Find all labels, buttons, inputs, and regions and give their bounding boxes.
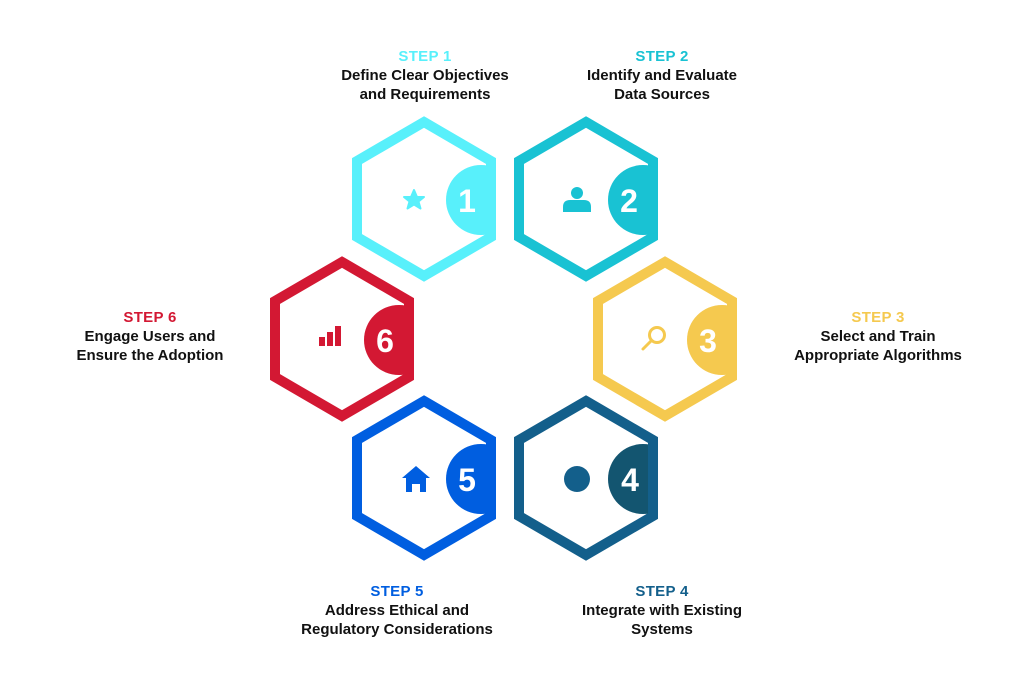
step-4-label: STEP 4 Integrate with Existing Systems [487,582,837,639]
step-6-title-line2: Ensure the Adoption [76,347,224,364]
search-icon [641,326,666,351]
step-3-label: STEP 3 Select and Train Appropriate Algo… [740,308,1016,365]
step-6-title-line1: Engage Users and [84,328,216,345]
circle-dot-icon [564,466,590,492]
step-number: 5 [458,462,476,498]
user-icon [563,187,591,212]
hexagon-outline [270,256,414,422]
step-3-title-line2: Appropriate Algorithms [794,347,962,364]
step-1-title-line1: Define Clear Objectives [341,67,509,84]
step-2-label: STEP 2 Identify and Evaluate Data Source… [487,47,837,104]
step-1-heading: STEP 1 [398,48,452,65]
number-badge [687,305,736,375]
step-2-title-line1: Identify and Evaluate [586,67,738,84]
step-1-hexagon: 1 [352,116,496,282]
number-badge [364,305,413,375]
step-1-label: STEP 1 Define Clear Objectives and Requi… [250,47,600,104]
number-badge [608,165,657,235]
step-6-heading: STEP 6 [123,309,177,326]
step-3-title-line1: Select and Train [820,328,936,345]
step-number: 6 [376,323,394,359]
step-number: 2 [620,183,638,219]
step-2-hexagon: 2 [514,116,658,282]
step-2-heading: STEP 2 [635,48,689,65]
home-icon [402,466,430,492]
number-badge [446,444,495,514]
step-3-heading: STEP 3 [851,309,905,326]
step-number: 1 [458,183,476,219]
step-5-heading: STEP 5 [370,583,424,600]
number-badge [608,444,657,514]
step-4-hexagon: 4 [514,395,658,561]
step-1-title-line2: and Requirements [359,86,491,103]
hexagon-outline [514,116,658,282]
step-number: 4 [621,462,639,498]
hexagon-outline [352,116,496,282]
step-4-title-line2: Systems [631,621,693,638]
step-4-heading: STEP 4 [635,583,689,600]
step-5-label: STEP 5 Address Ethical and Regulatory Co… [222,582,572,639]
step-number: 3 [699,323,717,359]
step-3-hexagon: 3 [593,256,737,422]
step-5-title-line2: Regulatory Considerations [301,621,493,638]
step-6-label: STEP 6 Engage Users and Ensure the Adopt… [20,308,280,365]
step-5-title-line1: Address Ethical and [324,602,470,619]
star-icon [403,189,425,210]
step-5-hexagon: 5 [352,395,496,561]
number-badge [446,165,495,235]
bar-chart-icon [319,326,341,346]
step-4-title-line1: Integrate with Existing [581,602,743,619]
step-2-title-line2: Data Sources [614,86,710,103]
step-6-hexagon: 6 [270,256,414,422]
